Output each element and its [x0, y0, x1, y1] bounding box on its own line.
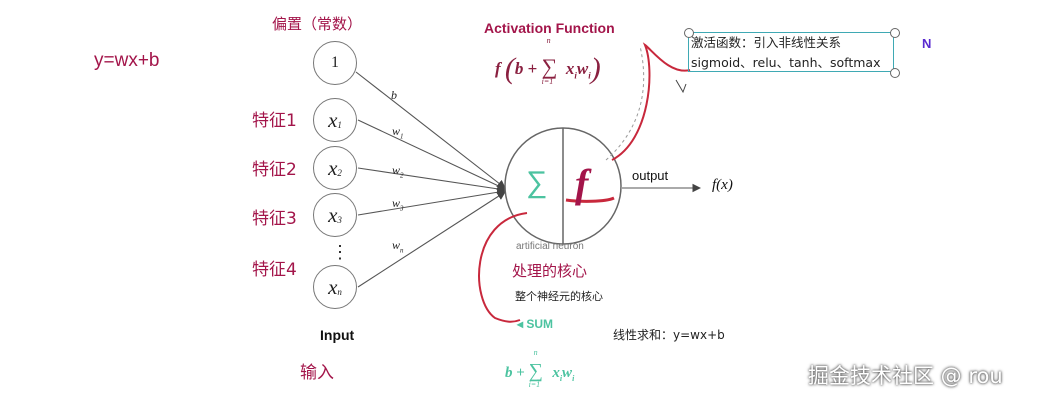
activation-note[interactable]: 激活函数：引入非线性关系 sigmoid、relu、tanh、softmax	[688, 32, 894, 72]
activation-formula: f (b + n ∑ i=1 xiwi)	[495, 36, 601, 86]
note-line-2: sigmoid、relu、tanh、softmax	[691, 55, 881, 70]
annotation-underline-f	[565, 196, 615, 203]
bias-value: 1	[331, 54, 339, 71]
feature-label-2: 特征2	[252, 160, 297, 180]
resize-handle-br[interactable]	[890, 68, 900, 78]
core-title: 处理的核心	[512, 262, 588, 280]
input-label: Input	[320, 327, 355, 343]
edge-xn	[357, 191, 506, 288]
sum-label: ◂ SUM	[517, 317, 554, 331]
linear-sum-note: 线性求和：y=wx+b	[613, 328, 725, 342]
edge-bias	[355, 71, 506, 189]
feature-label-3: 特征3	[252, 209, 297, 229]
weight-label-2: w2	[392, 163, 404, 180]
sum-formula: b + n ∑ i=1 xiwi	[505, 348, 575, 389]
side-n-icon: N	[922, 36, 932, 51]
output-label: output	[632, 168, 669, 183]
bias-weight-label: b	[391, 88, 397, 102]
annotation-stroke-activation	[611, 42, 691, 161]
bias-node: 1	[313, 41, 357, 85]
annotation-pointer	[675, 79, 687, 94]
feature-label-1: 特征1	[252, 111, 297, 131]
neuron-sum-symbol: ∑	[526, 166, 548, 199]
note-line-1: 激活函数：引入非线性关系	[691, 35, 842, 50]
resize-handle-tl[interactable]	[684, 28, 694, 38]
vertical-ellipsis: ⋮	[331, 242, 349, 262]
core-subtitle: 整个神经元的核心	[515, 290, 603, 303]
activation-title: Activation Function	[484, 20, 615, 36]
weight-label-n: wn	[392, 238, 404, 255]
weight-label-3: w3	[392, 196, 404, 213]
output-value: f(x)	[712, 177, 733, 193]
annotation-stroke-core	[478, 212, 528, 323]
equation-label: y=wx+b	[94, 50, 160, 71]
input-cn-label: 输入	[300, 363, 334, 383]
feature-label-4: 特征4	[252, 260, 297, 280]
neuron-f-symbol: f	[575, 161, 589, 206]
activation-dashed-arc	[605, 45, 645, 161]
bias-title: 偏置（常数）	[272, 15, 363, 33]
edge-x1	[357, 119, 506, 190]
neuron-caption: artificial neuron	[516, 241, 584, 252]
watermark: 掘金技术社区 @ rou	[808, 364, 1003, 388]
resize-handle-tr[interactable]	[890, 28, 900, 38]
edge-x2	[357, 167, 507, 194]
edge-x3	[357, 187, 507, 216]
weight-label-1: w1	[392, 124, 404, 141]
